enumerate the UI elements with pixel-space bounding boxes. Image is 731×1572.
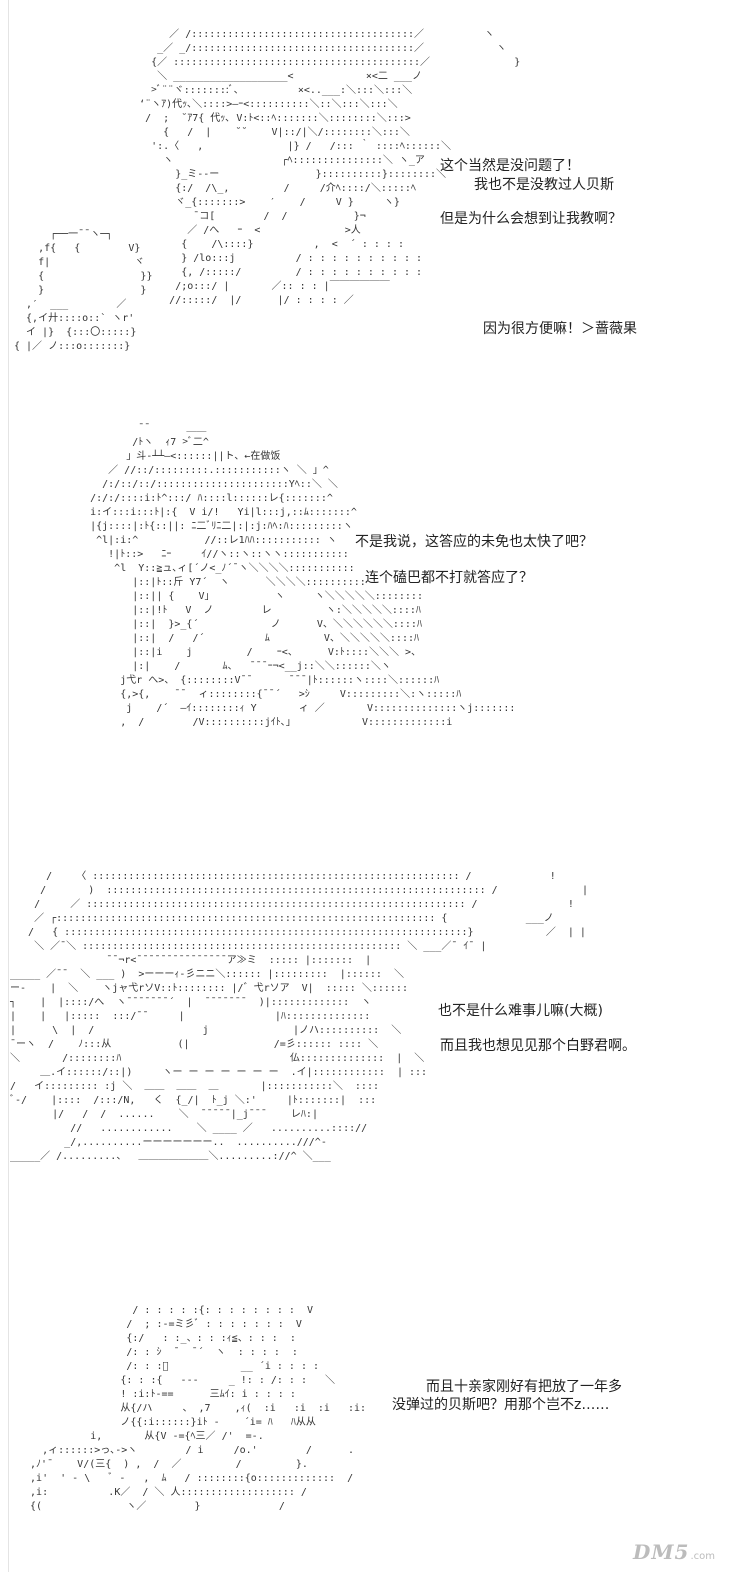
dialogue-line: 连个磕巴都不打就答应了？ xyxy=(365,570,533,586)
dialogue-line: 也不是什么难事儿嘛(大概) xyxy=(438,1003,603,1019)
ascii-art-character-laughing: / : : : : :{: : : : : : : : V / ; :-=ミ彡ﾞ… xyxy=(30,1305,367,1512)
dialogue-line: 没弹过的贝斯吧？用那个岂不z…… xyxy=(392,1397,610,1413)
dialogue-line: 而且十亲家刚好有把放了一年多 xyxy=(426,1379,622,1395)
dialogue-line: 但是为什么会想到让我教啊？ xyxy=(440,211,622,227)
ascii-art-character-hooded: ¯¯ ＿＿ /ﾄヽ ｨ7 >ﾞ二^ 」斗‐┴┴―<::::::||ト、←在做饭 … xyxy=(90,423,516,728)
watermark-suffix: .com xyxy=(690,1551,715,1562)
dialogue-line: 而且我也想见见那个白野君啊。 xyxy=(440,1038,636,1054)
panel-4: / : : : : :{: : : : : : : : V / ; :-=ミ彡ﾞ… xyxy=(0,1270,731,1572)
panel-3: / 〈 ::::::::::::::::::::::::::::::::::::… xyxy=(0,830,731,1270)
ascii-art-character-cap: ／ /:::::::::::::::::::::::::::::::::::::… xyxy=(139,29,521,306)
dialogue-line: 不是我说，这答应的未免也太快了吧？ xyxy=(355,534,593,550)
site-watermark: DM5 .com xyxy=(633,1540,715,1564)
ascii-art-character-small: ┌──一¯¯ヽ─┐ ,f{ { V} f| ヾ { }} } } ,′ ___ … xyxy=(14,229,153,352)
panel-2: ¯¯ ＿＿ /ﾄヽ ｨ7 >ﾞ二^ 」斗‐┴┴―<::::::||ト、←在做饭 … xyxy=(0,400,731,830)
dialogue-line: 因为很方便嘛！＞蔷薇果 xyxy=(483,321,637,337)
ascii-art-character-closeup: / 〈 ::::::::::::::::::::::::::::::::::::… xyxy=(10,871,588,1162)
panel-1: ／ /:::::::::::::::::::::::::::::::::::::… xyxy=(0,0,731,400)
watermark-logo: DM5 xyxy=(633,1540,690,1564)
dialogue-line: 我也不是没教过人贝斯 xyxy=(474,177,614,193)
page-left-rule xyxy=(8,0,9,1572)
dialogue-line: 这个当然是没问题了！ xyxy=(440,158,580,174)
